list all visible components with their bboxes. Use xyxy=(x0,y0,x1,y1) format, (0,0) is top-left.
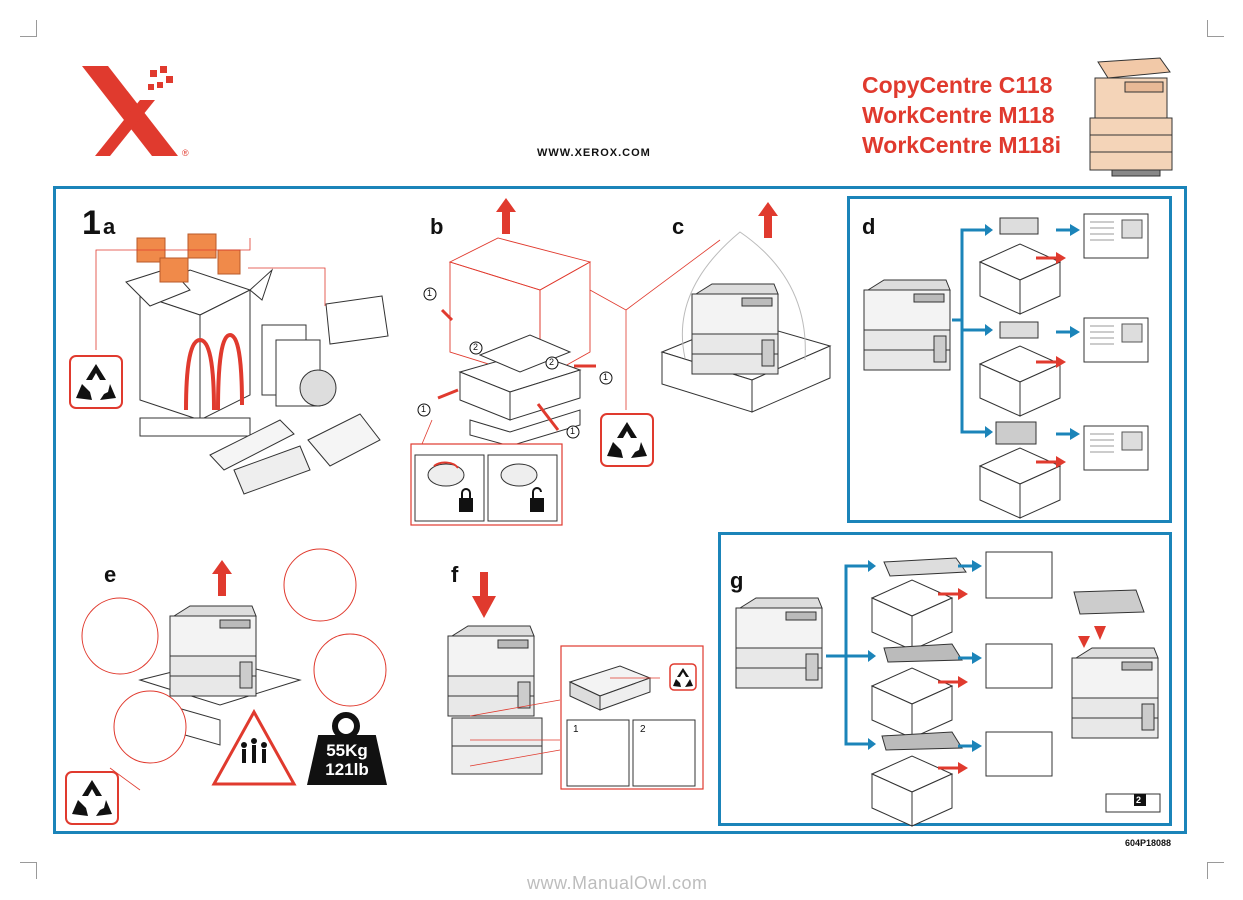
step-b-label: b xyxy=(430,214,444,239)
page-number: 2 xyxy=(1136,795,1142,805)
crop-mark-tr xyxy=(1207,20,1224,37)
step-g-label: g xyxy=(730,568,744,593)
unlock-icon xyxy=(530,487,544,512)
model-c118: CopyCentre C118 xyxy=(862,72,1053,98)
model-m118: WorkCentre M118 xyxy=(862,102,1055,128)
step-c-label: c xyxy=(672,214,685,239)
step-c-illustration xyxy=(660,231,832,413)
lift-arrow-icon xyxy=(212,560,232,596)
step-f-illustration xyxy=(447,625,704,790)
model-m118i: WorkCentre M118i xyxy=(862,132,1061,158)
weight-kg: 55Kg xyxy=(326,741,368,760)
callout-1-f: 1 xyxy=(573,724,579,735)
team-lift-warning-icon xyxy=(241,738,267,763)
recycle-icon xyxy=(600,413,654,467)
callout-1-b-right: 1 xyxy=(603,372,609,382)
step-e-label: e xyxy=(104,562,117,587)
lift-arrow-icon xyxy=(496,198,516,234)
down-arrow-icon xyxy=(472,572,496,618)
svg-text:®: ® xyxy=(182,148,189,158)
website-url: WWW.XEROX.COM xyxy=(537,147,651,159)
callout-2-f: 2 xyxy=(640,724,646,735)
lift-arrow-icon xyxy=(758,202,778,238)
watermark: www.ManualOwl.com xyxy=(527,873,708,893)
callout-1-b-left: 1 xyxy=(421,404,427,414)
document-number: 604P18088 xyxy=(1125,838,1172,848)
recycle-icon xyxy=(65,771,119,825)
step-a-label: a xyxy=(103,214,116,239)
callout-1-b-bottom: 1 xyxy=(570,426,576,436)
step-number-1: 1 xyxy=(82,204,101,242)
crop-mark-bl xyxy=(20,862,37,879)
callout-1-b-top: 1 xyxy=(427,288,433,298)
weight-lb: 121lb xyxy=(325,760,369,779)
main-frame xyxy=(53,186,1187,834)
crop-mark-br xyxy=(1207,862,1224,879)
panel-d-frame xyxy=(847,196,1172,523)
recycle-icon-small xyxy=(669,663,697,691)
step-f-label: f xyxy=(451,562,459,587)
step-e-illustration xyxy=(81,548,387,791)
weight-label: 55Kg 121lb xyxy=(307,735,387,785)
step-d-label: d xyxy=(862,214,876,239)
panel-g-frame xyxy=(718,532,1172,826)
step-b-illustration xyxy=(410,237,721,526)
weight-icon xyxy=(332,712,360,740)
recycle-icon xyxy=(69,355,123,409)
crop-mark-tl xyxy=(20,20,37,37)
step-g-illustration xyxy=(735,551,1161,827)
step-d-illustration xyxy=(863,213,1149,519)
lock-icon xyxy=(459,488,473,512)
callout-2-b-right: 2 xyxy=(549,357,555,367)
callout-2-b-left: 2 xyxy=(473,342,479,352)
step-a-illustration xyxy=(95,233,389,495)
model-names: CopyCentre C118 WorkCentre M118 WorkCent… xyxy=(862,70,1061,160)
